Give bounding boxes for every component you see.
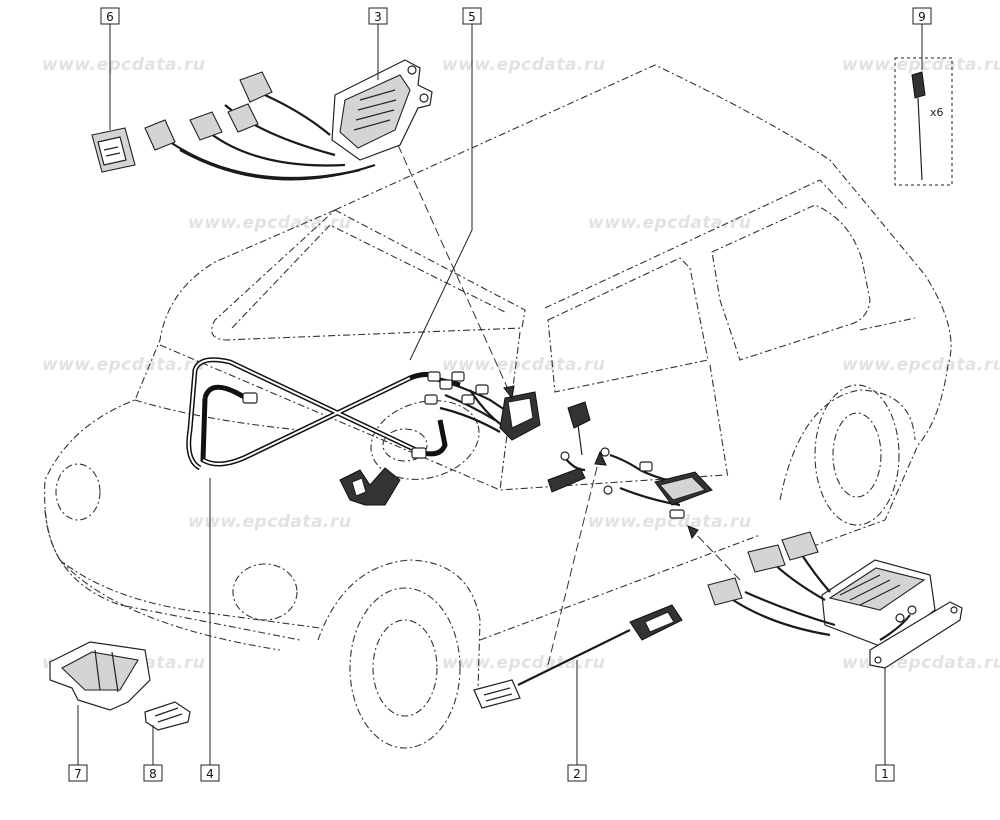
watermark-layer: www.epcdata.ru www.epcdata.ru www.epcdat… bbox=[42, 55, 1000, 673]
callout-6: 6 bbox=[100, 7, 120, 25]
part-2-sensor-cable bbox=[473, 604, 683, 709]
watermark: www.epcdata.ru bbox=[842, 653, 1000, 673]
callout-label: 8 bbox=[149, 767, 157, 781]
callout-label: 4 bbox=[206, 767, 214, 781]
watermark: www.epcdata.ru bbox=[442, 355, 605, 375]
seat-belt-buckle-assembly bbox=[547, 401, 641, 495]
callout-9: 9 bbox=[912, 7, 932, 25]
callout-label: 9 bbox=[918, 10, 926, 24]
callout-4: 4 bbox=[200, 764, 220, 782]
watermark: www.epcdata.ru bbox=[588, 213, 751, 233]
watermark: www.epcdata.ru bbox=[188, 213, 351, 233]
part-6-connector bbox=[91, 127, 136, 173]
callout-2: 2 bbox=[567, 764, 587, 782]
callout-label: 5 bbox=[468, 10, 476, 24]
watermark: www.epcdata.ru bbox=[42, 55, 205, 75]
watermark: www.epcdata.ru bbox=[188, 512, 351, 532]
callout-1: 1 bbox=[875, 764, 895, 782]
seat-harness-installed bbox=[619, 461, 713, 519]
callout-label: 1 bbox=[881, 767, 889, 781]
callout-8: 8 bbox=[143, 764, 163, 782]
part-8-clip bbox=[144, 701, 191, 731]
leader-lines bbox=[77, 24, 923, 765]
watermark: www.epcdata.ru bbox=[42, 355, 205, 375]
part-3-control-unit-harness bbox=[144, 59, 433, 181]
quantity-label: x6 bbox=[930, 106, 944, 119]
watermark: www.epcdata.ru bbox=[842, 55, 1000, 75]
installation-arrows bbox=[397, 144, 741, 666]
callout-5: 5 bbox=[462, 7, 482, 25]
car-outline bbox=[44, 64, 952, 749]
part-1-airbag-control-unit bbox=[707, 531, 963, 669]
callout-3: 3 bbox=[368, 7, 388, 25]
part-4-dashboard-harness bbox=[186, 357, 541, 506]
callout-7: 7 bbox=[68, 764, 88, 782]
callout-label: 7 bbox=[74, 767, 82, 781]
callout-label: 6 bbox=[106, 10, 114, 24]
watermark: www.epcdata.ru bbox=[588, 512, 751, 532]
callout-label: 3 bbox=[374, 10, 382, 24]
part-9-clip: x6 bbox=[894, 57, 953, 186]
watermark: www.epcdata.ru bbox=[442, 55, 605, 75]
watermark: www.epcdata.ru bbox=[442, 653, 605, 673]
watermark: www.epcdata.ru bbox=[842, 355, 1000, 375]
part-7-bracket bbox=[49, 641, 151, 711]
callout-label: 2 bbox=[573, 767, 581, 781]
